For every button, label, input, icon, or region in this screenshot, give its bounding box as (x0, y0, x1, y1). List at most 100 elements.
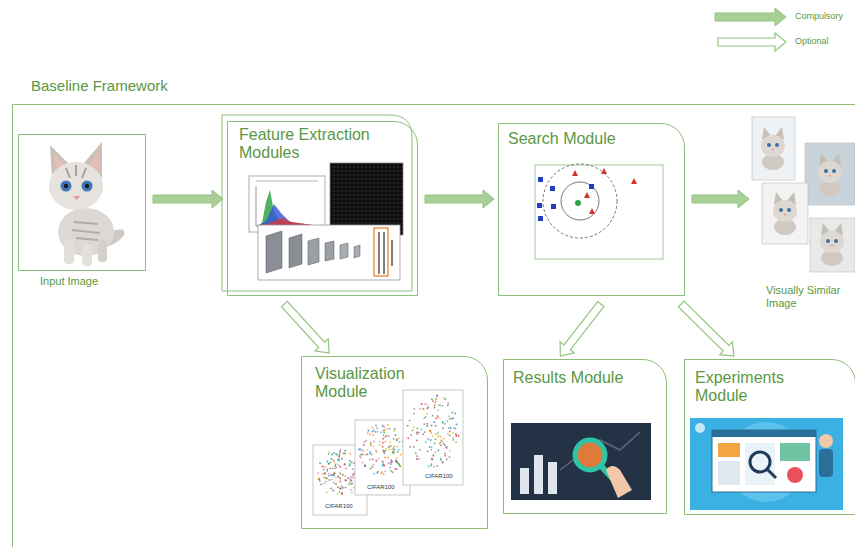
tsne-plot (427, 450, 429, 452)
tsne-plot (382, 461, 384, 463)
tsne-plot (377, 431, 379, 433)
tsne-plot (360, 457, 362, 459)
tsne-plot (330, 474, 332, 476)
tsne-plot (435, 417, 437, 419)
tsne-plot (451, 412, 453, 414)
tsne-plot (388, 449, 390, 451)
tsne-plot (363, 444, 365, 446)
experiments-illustration (712, 430, 816, 492)
tsne-plot (337, 486, 339, 488)
tsne-plot (373, 441, 375, 443)
tsne-plot (384, 429, 386, 431)
tsne-plot (339, 480, 341, 482)
tsne-plot (333, 473, 335, 475)
histogram-figure (249, 176, 325, 232)
tsne-plot (437, 449, 439, 451)
similar-cat-photos (810, 218, 855, 272)
legend-compulsory-arrow (715, 8, 786, 26)
tsne-plot (334, 465, 336, 467)
tsne-plot (421, 403, 423, 405)
tsne-plot (440, 458, 442, 460)
search-scatter (538, 216, 543, 221)
gradient-grid-figure (330, 163, 403, 235)
search-scatter (538, 177, 543, 182)
similar-cat-photos (761, 127, 785, 170)
experiments-illustration (712, 430, 816, 437)
tsne-plot (331, 474, 333, 476)
kitten-photo (49, 162, 103, 210)
tsne-plot (345, 479, 347, 481)
tsne-plot (452, 417, 454, 419)
tsne-plot (381, 473, 383, 475)
optional-arrow (281, 301, 329, 353)
search-scatter (561, 182, 599, 220)
tsne-plot (344, 475, 346, 477)
tsne-plot (370, 445, 372, 447)
tsne-plot (370, 467, 372, 469)
tsne-plot (436, 395, 438, 397)
tsne-plot (395, 457, 397, 459)
tsne-plot (428, 465, 430, 467)
tsne-plot (424, 403, 426, 405)
experiments-illustration (767, 469, 776, 478)
tsne-plot (444, 455, 446, 457)
tsne-plot (416, 433, 418, 435)
search-scatter (631, 178, 637, 184)
tsne-plot (397, 462, 399, 464)
tsne-plot (376, 451, 378, 453)
cnn-figure (308, 238, 319, 265)
tsne-plot (434, 405, 436, 407)
tsne-plot (345, 479, 347, 481)
tsne-plot (355, 420, 410, 495)
tsne-plot (382, 438, 384, 440)
tsne-plot (358, 449, 360, 451)
tsne-plot (452, 439, 454, 441)
tsne-plot (433, 407, 435, 409)
tsne-plot (372, 427, 374, 429)
tsne-plot (442, 422, 444, 424)
tsne-plot (440, 436, 442, 438)
tsne-plot (446, 458, 448, 460)
histogram-figure (256, 181, 318, 182)
tsne-plot (433, 421, 435, 423)
tsne-plot (430, 449, 432, 451)
tsne-plot (328, 475, 330, 477)
tsne-plot (349, 481, 351, 483)
tsne-plot (435, 433, 437, 435)
tsne-plot (345, 487, 347, 489)
kitten-photo (98, 240, 107, 262)
tsne-plot (337, 493, 339, 495)
tsne-plot (345, 468, 347, 470)
kitten-photo (61, 181, 72, 192)
tsne-plot (339, 466, 341, 468)
tsne-plot (447, 420, 449, 422)
tsne-plot (350, 476, 352, 478)
search-scatter (543, 164, 617, 238)
tsne-plot (443, 438, 445, 440)
tsne-plot (339, 472, 341, 474)
tsne-plot (403, 390, 463, 485)
tsne-plot (350, 489, 352, 491)
tsne-plot (383, 434, 385, 436)
tsne-plot (373, 473, 375, 475)
tsne-plot (403, 390, 463, 485)
tsne-plot (416, 455, 418, 457)
tsne-plot (342, 487, 344, 489)
tsne-plot (416, 458, 418, 460)
tsne-plot (365, 440, 367, 442)
tsne-plot (435, 398, 437, 400)
tsne-plot (338, 455, 340, 457)
tsne-plot (378, 457, 380, 459)
tsne-plot (419, 408, 421, 410)
tsne-plot (341, 493, 343, 495)
tsne-plot (372, 431, 374, 433)
tsne-plot (349, 460, 351, 462)
tsne-plot (449, 450, 451, 452)
tsne-plot (383, 426, 385, 428)
tsne-plot (430, 439, 432, 441)
histogram-figure (257, 190, 320, 226)
tsne-plot (332, 468, 334, 470)
tsne-plot (413, 413, 415, 415)
kitten-photo (85, 184, 89, 188)
